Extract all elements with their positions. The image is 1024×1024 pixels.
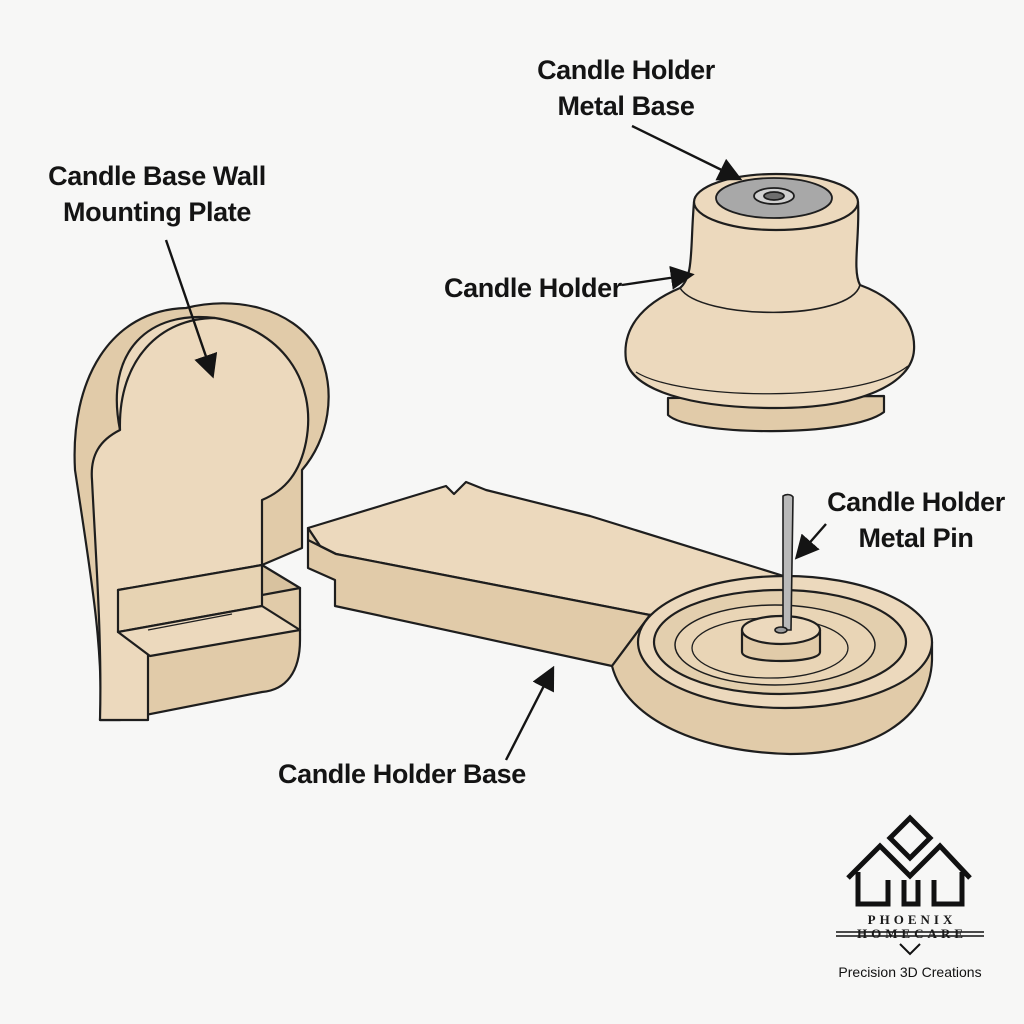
label-holder-base-line1: Candle Holder Base xyxy=(278,759,526,789)
arrow-metal-base xyxy=(631,124,743,181)
candle-holder-metal-base xyxy=(715,177,833,219)
wall-plate-rim xyxy=(118,316,216,431)
metal-pin xyxy=(774,493,794,634)
label-metal-pin-line2: Metal Pin xyxy=(858,523,974,553)
label-wall-plate-line1: Candle Base Wall xyxy=(48,161,266,191)
label-wall-plate-line2: Mounting Plate xyxy=(63,197,251,227)
label-metal-pin-line1: Candle Holder xyxy=(827,487,1005,517)
arrow-metal-pin xyxy=(794,523,827,560)
arrow-wall-plate xyxy=(164,239,218,379)
wall-plate-slot-lip xyxy=(116,604,302,658)
arrow-candle-holder xyxy=(621,265,695,290)
callout-arrows xyxy=(164,124,827,761)
label-metal-base-line1: Candle Holder xyxy=(537,55,715,85)
logo-brand-homecare: HOMECARE xyxy=(857,926,967,941)
phoenix-homecare-logo-mark xyxy=(836,814,984,956)
wall-mounting-plate xyxy=(73,302,330,722)
label-candle-holder: Candle Holder xyxy=(444,270,622,306)
label-candle-holder-metal-base: Candle Holder Metal Base xyxy=(536,52,716,124)
candle-holder-body xyxy=(624,200,916,410)
label-candle-holder-line1: Candle Holder xyxy=(444,273,622,303)
label-metal-base-line2: Metal Base xyxy=(557,91,695,121)
label-candle-holder-metal-pin: Candle Holder Metal Pin xyxy=(826,484,1006,556)
label-wall-mounting-plate: Candle Base Wall Mounting Plate xyxy=(46,158,268,230)
logo-tagline: Precision 3D Creations xyxy=(838,964,982,980)
arrow-holder-base xyxy=(504,665,555,761)
logo-brand-phoenix: PHOENIX xyxy=(867,912,957,927)
label-candle-holder-base: Candle Holder Base xyxy=(278,756,526,792)
